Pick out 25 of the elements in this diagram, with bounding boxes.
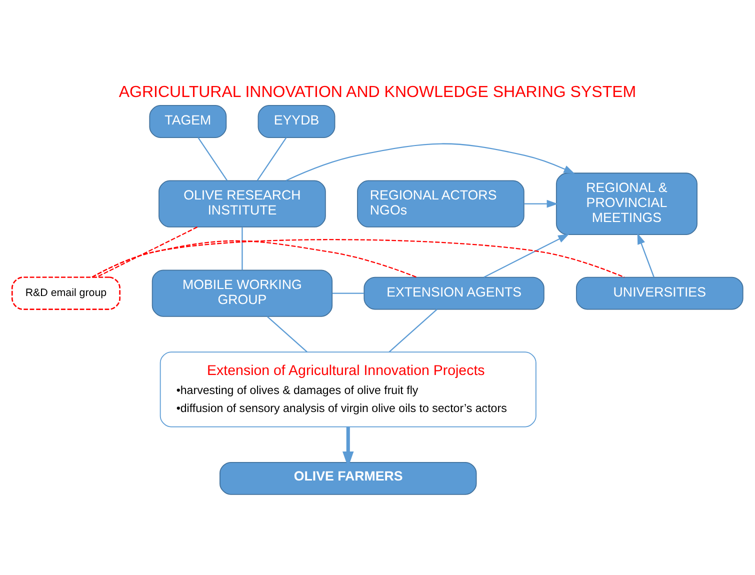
connector <box>256 137 287 181</box>
connector <box>332 292 364 294</box>
connector <box>92 239 624 278</box>
connector <box>388 308 438 352</box>
node-box: OLIVE RESEARCH INSTITUTE <box>158 180 326 228</box>
arrow <box>637 233 654 278</box>
connector <box>96 226 198 278</box>
diagram-title: AGRICULTURAL INNOVATION AND KNOWLEDGE SHARING SYSTEM <box>118 82 636 101</box>
node-box: UNIVERSITIES <box>576 276 744 310</box>
arrow <box>524 200 558 208</box>
connector <box>242 227 243 270</box>
node-box: R&D email group <box>11 276 120 310</box>
connector <box>266 316 308 352</box>
node-box: EYYDB <box>258 105 336 138</box>
node-box: TAGEM <box>149 105 227 138</box>
arrow <box>484 234 570 278</box>
connector <box>198 137 228 181</box>
arrow <box>286 143 575 182</box>
node-box: OLIVE FARMERS <box>220 462 477 495</box>
node-box: REGIONAL ACTORS NGOs <box>357 180 524 228</box>
connector <box>92 240 417 278</box>
node-box: Extension of Agricultural Innovation Projects •harvesting of olives & damages of olive fruit fly •diffusion of sensory analysis of virgin olive oils to sector’s actors <box>160 352 536 428</box>
node-box: EXTENSION AGENTS <box>364 276 544 310</box>
node-box: MOBILE WORKING GROUP <box>152 270 333 317</box>
node-box: REGIONAL & PROVINCIAL MEETINGS <box>556 172 698 235</box>
